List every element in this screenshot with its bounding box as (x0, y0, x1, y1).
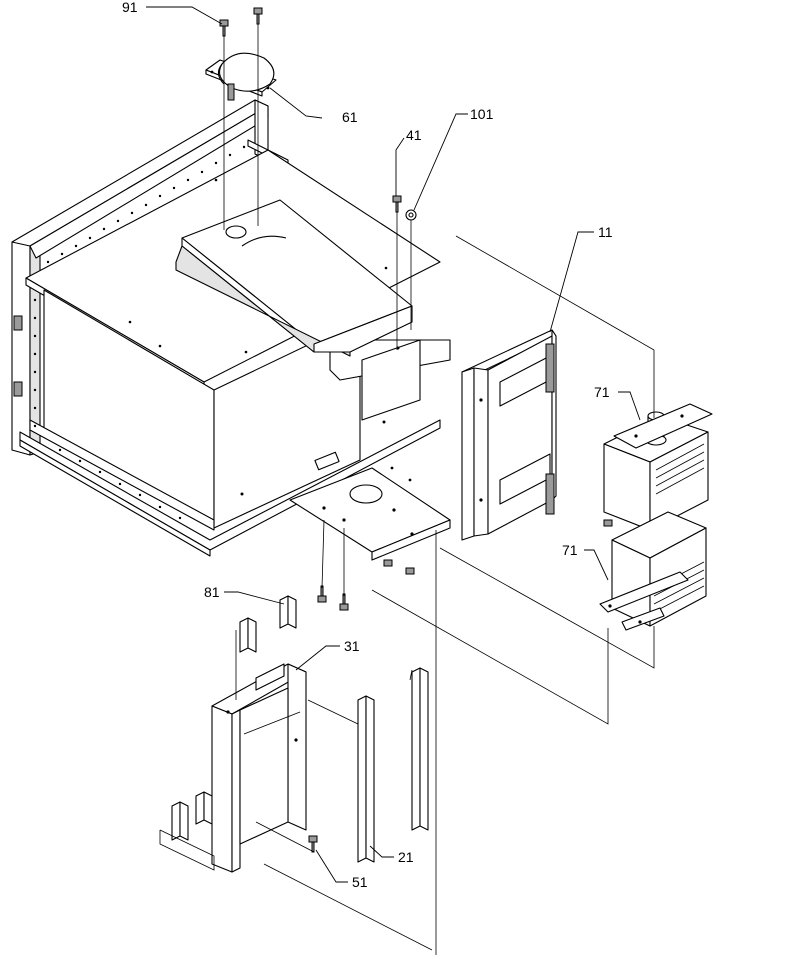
stirrer-motor-61 (205, 52, 277, 101)
screw-41 (392, 195, 402, 213)
callout-label-31: 31 (344, 638, 360, 654)
magnetron-assembly-lines (371, 235, 655, 725)
screw-51 (308, 835, 318, 853)
frame-bracket-31 (159, 630, 307, 873)
callout-label-41: 41 (406, 127, 422, 143)
callout-label-21: 21 (398, 849, 414, 865)
callout-label-61: 61 (342, 109, 358, 125)
callout-label-71-lower: 71 (562, 542, 578, 558)
screw-91 (219, 7, 263, 37)
lower-assembly-lines (255, 530, 437, 955)
nut-101 (405, 209, 417, 221)
mounting-bracket-11 (461, 329, 557, 541)
magnetron-lower-71 (599, 511, 707, 631)
callout-label-51: 51 (352, 874, 368, 890)
callout-label-11: 11 (598, 224, 613, 240)
magnetron-upper-71 (603, 403, 713, 531)
spacer-blocks-81 (171, 595, 297, 841)
waveguide-duct (175, 199, 413, 357)
callout-label-101: 101 (470, 106, 494, 122)
callout-label-81: 81 (204, 584, 220, 600)
callout-leaders (146, 6, 641, 883)
callout-label-71-upper: 71 (594, 384, 610, 400)
callout-label-91: 91 (122, 0, 138, 15)
assembly-center-lines (223, 24, 412, 350)
support-rods-21 (307, 667, 429, 863)
callout-labels: 91 61 41 101 11 71 71 81 31 21 51 (122, 0, 613, 890)
bottom-mounting-plate (289, 466, 451, 611)
